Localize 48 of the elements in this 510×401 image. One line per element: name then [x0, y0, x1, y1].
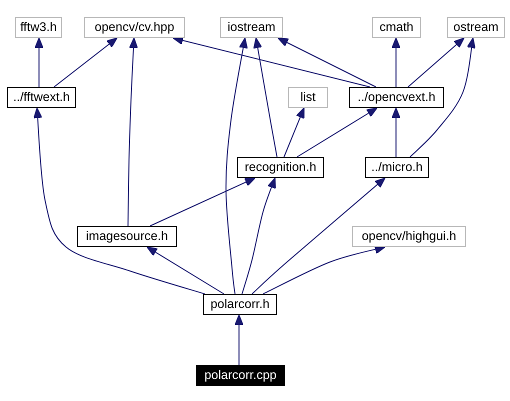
- dependency-arrow: [253, 38, 278, 158]
- file-node: [203, 294, 277, 315]
- file-name: recognition.h: [244, 160, 318, 174]
- dependency-arrow: [296, 108, 378, 158]
- dependency-arrow: [128, 38, 138, 226]
- file-node: [77, 226, 177, 247]
- file-node: [84, 17, 185, 38]
- file-name: opencv/cv.hpp: [94, 20, 176, 34]
- dependency-arrow: [262, 245, 386, 294]
- file-name: polarcorr.h: [209, 298, 271, 312]
- dependency-arrow: [392, 38, 400, 88]
- file-name: ../opencvext.h: [356, 90, 436, 104]
- dependency-arrow: [234, 314, 244, 366]
- dependency-arrow: [146, 246, 224, 294]
- dependency-arrow: [226, 38, 248, 294]
- file-node: [288, 87, 328, 108]
- file-name: ostream: [452, 20, 500, 34]
- file-name: polarcorr.cpp: [203, 368, 278, 382]
- dependency-arrow: [252, 178, 386, 294]
- dependency-arrow: [278, 38, 376, 88]
- file-node: [196, 365, 285, 386]
- file-node: [349, 87, 444, 108]
- dependency-arrow: [392, 108, 400, 158]
- file-name: imagesource.h: [85, 230, 169, 244]
- file-node: [352, 226, 466, 247]
- file-name: ../fftwext.h: [12, 90, 71, 104]
- file-node: [365, 157, 429, 178]
- dependency-arrow: [284, 108, 304, 158]
- file-node: [220, 17, 283, 38]
- file-node: [237, 157, 324, 178]
- dependency-arrow: [408, 38, 464, 88]
- dependency-arrow: [33, 108, 206, 294]
- file-node: [372, 17, 421, 38]
- file-node: [7, 87, 76, 108]
- file-node: [447, 17, 505, 38]
- file-name: fftw3.h: [19, 20, 58, 34]
- file-name: iostream: [226, 20, 276, 34]
- dependency-arrow: [34, 38, 44, 88]
- dependency-arrow: [172, 36, 370, 88]
- file-name: list: [299, 90, 317, 104]
- file-name: ../micro.h: [370, 160, 424, 174]
- dependency-arrow: [242, 178, 276, 294]
- dependency-arrow: [410, 38, 476, 158]
- dependency-arrow: [150, 178, 256, 226]
- dependency-arrow: [54, 38, 118, 88]
- file-name: opencv/highgui.h: [360, 230, 458, 244]
- file-node: [15, 17, 62, 38]
- file-name: cmath: [378, 20, 415, 34]
